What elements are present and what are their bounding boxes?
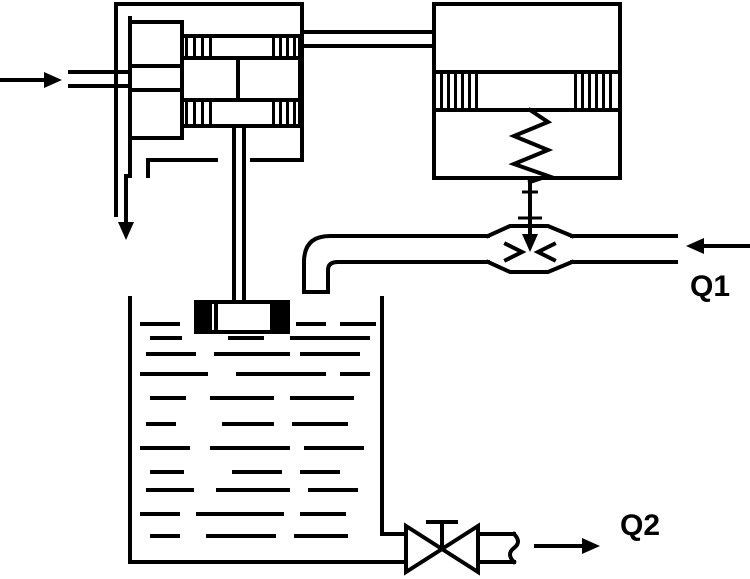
spool-land-top-left (185, 38, 212, 56)
diaphragm-actuator (432, 2, 622, 185)
drain-arrow (118, 174, 134, 240)
pilot-valve (68, 2, 304, 302)
spool-land-bottom-left (185, 102, 212, 124)
inlet-pipe (302, 234, 678, 294)
inflow-label: Q1 (690, 270, 730, 303)
inlet-arrow (0, 72, 62, 88)
signal-pipe (300, 30, 436, 48)
outlet-valve (404, 520, 480, 576)
float (194, 300, 290, 334)
spring (508, 107, 555, 185)
actuator-piston-left (440, 74, 478, 108)
outlet-pipe (476, 531, 520, 565)
spool-land-bottom-right (272, 102, 296, 124)
spool-land-top-right (272, 38, 296, 56)
tank (128, 296, 408, 564)
outflow-arrow (534, 538, 600, 554)
liquid-level-lines (140, 322, 376, 538)
control-valve (485, 176, 575, 274)
inflow-arrow (686, 238, 750, 254)
outflow-label: Q2 (620, 509, 660, 542)
actuator-piston-right (574, 74, 612, 108)
